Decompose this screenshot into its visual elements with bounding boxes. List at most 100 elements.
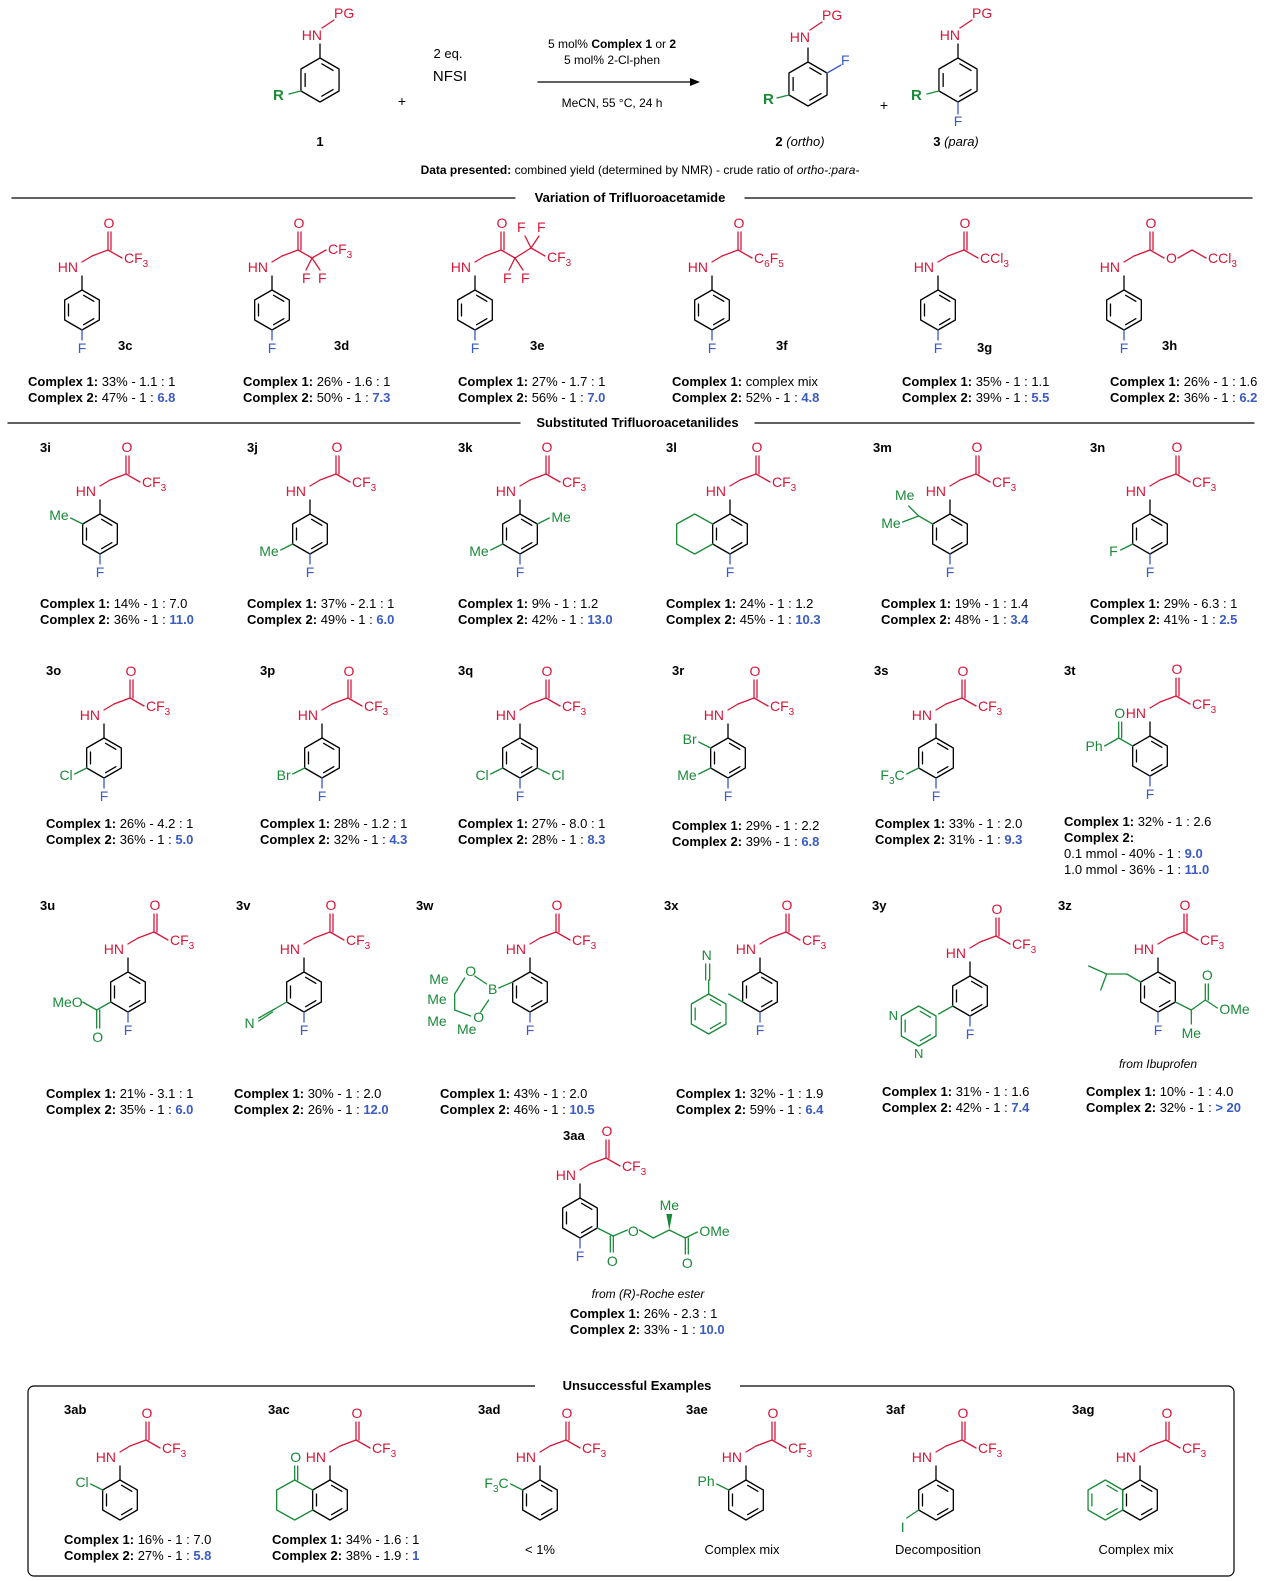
ring-double-bond (321, 88, 334, 97)
cf3-label: CF3 (162, 1440, 187, 1460)
text-span: 3 (1211, 705, 1217, 716)
bond-n-c (949, 479, 961, 487)
text-span: O (552, 897, 563, 913)
nh-label: HN (451, 259, 471, 275)
ring-double-bond (120, 1484, 133, 1492)
text-span: Me (427, 1013, 447, 1029)
benzene-ring (710, 737, 746, 779)
complex1-result: Complex 1: 31% - 1 : 1.6 (882, 1084, 1029, 1099)
oxygen-label: O (104, 215, 115, 231)
text-span: CF (572, 932, 591, 948)
text-span: 3 (493, 1484, 499, 1495)
complex2-result: Complex 2: 59% - 1 : 6.4 (676, 1102, 824, 1117)
text-span: F (1154, 1022, 1163, 1038)
text-span: F (484, 1475, 493, 1491)
label: Me (551, 509, 571, 525)
ring-double-bond (520, 766, 533, 774)
text-span: HN (496, 707, 516, 723)
label: Me (881, 515, 901, 531)
ring-outline (932, 513, 968, 555)
text-span: 3n (1090, 440, 1105, 455)
compound-id: 3c (118, 338, 132, 353)
text-span: Cl (475, 767, 488, 783)
text-span: CF (772, 474, 791, 490)
text-span: I (901, 1519, 905, 1535)
fluorine-label: F (268, 340, 277, 356)
label: 2 eq. (434, 46, 463, 61)
bond-n-c (81, 255, 93, 263)
bond (319, 473, 337, 481)
text-span: O (768, 1405, 779, 1421)
bond (347, 697, 363, 707)
bond (331, 697, 349, 705)
text-span: Me (457, 1021, 477, 1037)
bond (498, 981, 514, 989)
text-span: Substituted Trifluoroacetanilides (536, 415, 738, 430)
benzene-ring (742, 971, 778, 1013)
ring-outline (788, 61, 828, 107)
bond (596, 1227, 614, 1237)
ring-double-bond (304, 1000, 317, 1008)
ring-outline (562, 1197, 598, 1239)
text-span: 3 (1011, 483, 1017, 494)
text-span: Complex 2: (46, 1102, 116, 1117)
text-span: Complex 1: (260, 816, 330, 831)
text-span: 3ad (478, 1402, 500, 1417)
ring-outline (918, 737, 954, 779)
text-span: R (763, 91, 774, 108)
text-span: CF (1012, 936, 1031, 952)
fused-ring (1087, 1479, 1124, 1521)
text-span: HN (298, 707, 318, 723)
text-span: 6.4 (805, 1102, 824, 1117)
ring-outline (312, 1479, 348, 1521)
text-span: 3ae (686, 1402, 708, 1417)
text-span: 3x (664, 898, 679, 913)
oxygen-label: O (1162, 1405, 1173, 1421)
oxygen-label: O (960, 215, 971, 231)
bond (137, 931, 155, 939)
fluorine-label: F (576, 1248, 585, 1264)
bond (339, 1439, 357, 1447)
cf3-label: CF3 (992, 474, 1017, 494)
fluorine-label: F (306, 564, 315, 580)
ring-double-bond (322, 766, 335, 774)
bond (484, 249, 502, 257)
label: N (702, 947, 712, 963)
oxygen-label: O (332, 439, 343, 455)
result-text: Complex mix (704, 1542, 780, 1557)
cf3-label: CF3 (146, 698, 171, 718)
ring-outline (1087, 1479, 1124, 1521)
complex1-result: Complex 1: 10% - 1 : 4.0 (1086, 1084, 1233, 1099)
text-span: C (754, 250, 764, 266)
bond (737, 697, 755, 705)
bond-n-c (937, 255, 949, 263)
result-text: Decomposition (895, 1542, 981, 1557)
ring-double-bond (712, 294, 725, 302)
text-span: 3f (776, 338, 788, 353)
label: Me (427, 991, 447, 1007)
text-span: O (602, 1123, 613, 1139)
ring-double-bond (936, 742, 949, 750)
label: F (517, 219, 526, 235)
text-span: F (471, 340, 480, 356)
text-span: 3 (889, 776, 895, 787)
benzene-ring (502, 513, 538, 555)
benzene-ring (920, 289, 956, 331)
compound-id: 3af (886, 1402, 905, 1417)
text-span: 3t (1064, 663, 1076, 678)
text-span: 3r (672, 663, 684, 678)
text-span: O (104, 215, 115, 231)
ring-outline (292, 513, 328, 555)
text-span: NFSI (433, 68, 467, 85)
text-span: Me (660, 1197, 680, 1213)
cf3-label: CF3 (562, 474, 587, 494)
text-span: Br (277, 767, 291, 783)
cf3-label: CF3 (346, 932, 371, 952)
text-span: Complex 1: (64, 1532, 134, 1547)
text-span: HN (914, 259, 934, 275)
text-span: 36% - 1 : (116, 832, 175, 847)
